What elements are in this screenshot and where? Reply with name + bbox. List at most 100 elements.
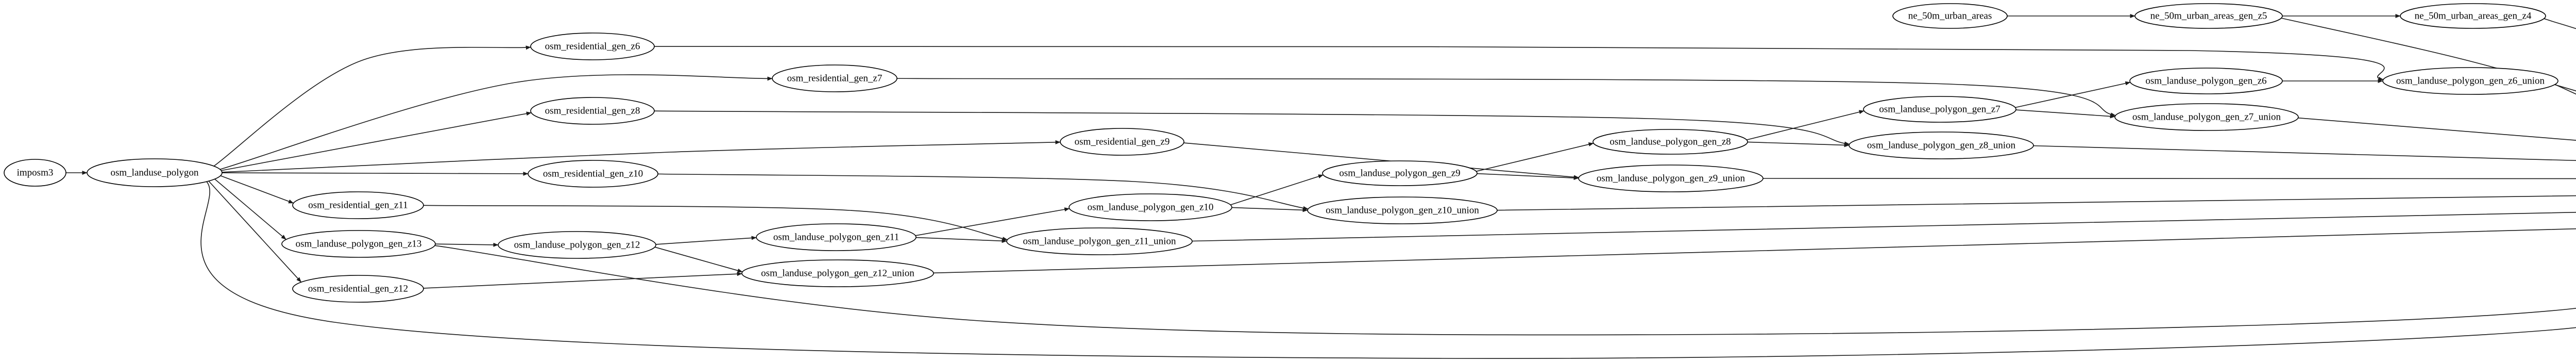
edges-layer (66, 14, 2576, 359)
node-ellipse-osm_landuse_polygon_gen_z8 (1592, 129, 1748, 155)
node-osm_landuse_polygon: osm_landuse_polygon (87, 158, 223, 187)
edge-osm_landuse_polygon_gen_z8--osm_landuse_polygon_gen_z7 (1746, 110, 1865, 140)
edge-osm_landuse_polygon_gen_z9--osm_landuse_polygon_gen_z8 (1476, 142, 1594, 172)
node-label-osm_landuse_polygon_gen_z10_union: osm_landuse_polygon_gen_z10_union (1326, 205, 1479, 216)
node-ellipse-osm_landuse_polygon_gen_z6 (2129, 68, 2283, 94)
node-ellipse-imposm3 (4, 159, 66, 187)
edge-osm_landuse_polygon--osm_residential_gen_z6 (213, 45, 531, 167)
node-ellipse-osm_landuse_polygon_gen_z11 (756, 223, 917, 251)
edge-osm_residential_gen_z12--osm_landuse_polygon_gen_z12_union (423, 272, 742, 289)
node-osm_residential_gen_z6: osm_residential_gen_z6 (530, 32, 655, 60)
node-osm_landuse_polygon_gen_z8_union: osm_landuse_polygon_gen_z8_union (1849, 131, 2034, 159)
node-osm_residential_gen_z9: osm_residential_gen_z9 (1060, 128, 1184, 156)
node-osm_residential_gen_z10: osm_residential_gen_z10 (528, 160, 658, 188)
node-osm_landuse_polygon_gen_z9: osm_landuse_polygon_gen_z9 (1322, 160, 1478, 186)
edge-osm_landuse_polygon_gen_z11--osm_landuse_polygon_gen_z10 (915, 207, 1070, 236)
node-ellipse-osm_residential_gen_z6 (530, 32, 655, 60)
edge-osm_residential_gen_z7--osm_landuse_polygon_gen_z7_union (896, 78, 2116, 117)
edge-ne_50m_urban_areas_gen_z4--table-row-z4 (2544, 18, 2576, 29)
node-label-osm_landuse_polygon_gen_z9_union: osm_landuse_polygon_gen_z9_union (1597, 173, 1745, 184)
node-label-osm_landuse_polygon_gen_z11: osm_landuse_polygon_gen_z11 (773, 232, 899, 243)
edge-osm_landuse_polygon--table-row-z14+ (200, 181, 2576, 359)
node-label-ne_50m_urban_areas_gen_z4: ne_50m_urban_areas_gen_z4 (2415, 11, 2532, 22)
node-ellipse-osm_landuse_polygon_gen_z7 (1863, 96, 2016, 123)
node-ellipse-osm_landuse_polygon_gen_z7_union (2114, 103, 2299, 131)
node-label-osm_residential_gen_z8: osm_residential_gen_z8 (545, 106, 640, 117)
node-ellipse-osm_landuse_polygon_gen_z10 (1069, 193, 1232, 221)
edge-osm_landuse_polygon--osm_residential_gen_z11 (220, 175, 294, 204)
node-ellipse-osm_landuse_polygon_gen_z12_union (741, 259, 934, 287)
node-ellipse-ne_50m_urban_areas (1892, 3, 2008, 29)
node-label-ne_50m_urban_areas: ne_50m_urban_areas (1908, 11, 1992, 22)
edge-osm_landuse_polygon_gen_z11--osm_landuse_polygon_gen_z11_union (916, 237, 1007, 243)
node-ellipse-osm_landuse_polygon_gen_z6_union (2382, 67, 2558, 95)
node-label-osm_residential_gen_z6: osm_residential_gen_z6 (545, 41, 640, 52)
node-ellipse-osm_landuse_polygon_gen_z8_union (1849, 131, 2034, 159)
node-osm_residential_gen_z12: osm_residential_gen_z12 (292, 275, 424, 303)
edge-osm_residential_gen_z6--osm_landuse_polygon_gen_z6_union (654, 46, 2385, 81)
edge-osm_landuse_polygon_gen_z12--osm_landuse_polygon_gen_z11 (655, 236, 757, 245)
node-osm_residential_gen_z8: osm_residential_gen_z8 (530, 97, 655, 125)
node-label-imposm3: imposm3 (17, 168, 54, 178)
node-osm_landuse_polygon_gen_z11: osm_landuse_polygon_gen_z11 (756, 223, 917, 251)
node-label-osm_landuse_polygon_gen_z7_union: osm_landuse_polygon_gen_z7_union (2132, 112, 2281, 123)
node-osm_landuse_polygon_gen_z13: osm_landuse_polygon_gen_z13 (281, 230, 436, 258)
node-ellipse-osm_landuse_polygon_gen_z9 (1322, 160, 1478, 186)
edge-osm_landuse_polygon_gen_z7--osm_landuse_polygon_gen_z7_union (2015, 109, 2115, 119)
node-ne_50m_urban_areas: ne_50m_urban_areas (1892, 3, 2008, 29)
node-ellipse-ne_50m_urban_areas_gen_z5 (2134, 3, 2283, 29)
node-osm_landuse_polygon_gen_z11_union: osm_landuse_polygon_gen_z11_union (1006, 227, 1193, 255)
node-label-osm_residential_gen_z7: osm_residential_gen_z7 (787, 73, 883, 84)
node-label-osm_landuse_polygon_gen_z9: osm_landuse_polygon_gen_z9 (1339, 168, 1460, 179)
node-imposm3: imposm3 (4, 159, 66, 187)
node-label-osm_landuse_polygon_gen_z6_union: osm_landuse_polygon_gen_z6_union (2396, 76, 2545, 87)
node-label-osm_landuse_polygon: osm_landuse_polygon (111, 168, 199, 178)
node-ellipse-osm_residential_gen_z8 (530, 97, 655, 125)
edge-osm_residential_gen_z11--osm_landuse_polygon_gen_z11_union (423, 205, 1008, 241)
node-ellipse-osm_landuse_polygon_gen_z11_union (1006, 227, 1193, 255)
node-osm_landuse_polygon_gen_z7_union: osm_landuse_polygon_gen_z7_union (2114, 103, 2299, 131)
node-label-osm_residential_gen_z9: osm_residential_gen_z9 (1075, 137, 1170, 147)
edge-ne_50m_urban_areas_gen_z5--table-row-z5 (2281, 18, 2576, 92)
node-label-osm_residential_gen_z10: osm_residential_gen_z10 (543, 169, 643, 179)
node-osm_landuse_polygon_gen_z8: osm_landuse_polygon_gen_z8 (1592, 129, 1748, 155)
node-label-osm_landuse_polygon_gen_z8: osm_landuse_polygon_gen_z8 (1609, 137, 1731, 147)
node-ellipse-osm_residential_gen_z11 (292, 191, 424, 219)
node-ellipse-osm_landuse_polygon (87, 158, 223, 187)
node-osm_landuse_polygon_gen_z12_union: osm_landuse_polygon_gen_z12_union (741, 259, 934, 287)
edge-osm_landuse_polygon_gen_z13--osm_landuse_polygon_gen_z12 (435, 242, 499, 247)
node-label-osm_landuse_polygon_gen_z13: osm_landuse_polygon_gen_z13 (296, 239, 422, 250)
edge-osm_landuse_polygon--osm_residential_gen_z7 (219, 74, 773, 170)
edge-osm_landuse_polygon_gen_z10--osm_landuse_polygon_gen_z9 (1230, 174, 1324, 205)
edge-osm_landuse_polygon_gen_z6_union--table-row-z6 (2554, 84, 2576, 95)
nodes-layer: imposm3 osm_landuse_polygon osm_residentia… (4, 3, 2558, 303)
node-osm_landuse_polygon_gen_z9_union: osm_landuse_polygon_gen_z9_union (1578, 164, 1764, 192)
edge-osm_landuse_polygon_gen_z11_union--table-row-z11 (1192, 211, 2576, 242)
node-label-osm_landuse_polygon_gen_z12: osm_landuse_polygon_gen_z12 (514, 240, 640, 251)
edge-osm_landuse_polygon--osm_residential_gen_z12 (208, 180, 302, 283)
node-label-osm_landuse_polygon_gen_z7: osm_landuse_polygon_gen_z7 (1879, 104, 2000, 115)
node-label-osm_landuse_polygon_gen_z12_union: osm_landuse_polygon_gen_z12_union (761, 268, 914, 279)
edge-osm_landuse_polygon_gen_z9--osm_landuse_polygon_gen_z9_union (1477, 173, 1579, 180)
edge-osm_landuse_polygon--osm_residential_gen_z8 (221, 111, 532, 171)
edge-osm_landuse_polygon_gen_z10--osm_landuse_polygon_gen_z10_union (1231, 207, 1308, 212)
edge-osm_landuse_polygon_gen_z10_union--table-row-z10 (1497, 195, 2576, 211)
node-osm_landuse_polygon_gen_z10_union: osm_landuse_polygon_gen_z10_union (1307, 196, 1498, 224)
edge-osm_landuse_polygon--osm_landuse_polygon_gen_z13 (214, 178, 286, 240)
edge-osm_landuse_polygon_gen_z8--osm_landuse_polygon_gen_z8_union (1747, 141, 1850, 147)
node-label-osm_landuse_polygon_gen_z8_union: osm_landuse_polygon_gen_z8_union (1867, 140, 2016, 151)
node-ellipse-ne_50m_urban_areas_gen_z4 (2400, 3, 2546, 29)
node-osm_landuse_polygon_gen_z6: osm_landuse_polygon_gen_z6 (2129, 68, 2283, 94)
node-label-osm_residential_gen_z12: osm_residential_gen_z12 (308, 284, 408, 294)
edge-osm_landuse_polygon_gen_z12_union--table-row-z12 (933, 228, 2576, 274)
node-ellipse-osm_landuse_polygon_gen_z13 (281, 230, 436, 258)
node-osm_residential_gen_z7: osm_residential_gen_z7 (772, 64, 897, 92)
node-osm_residential_gen_z11: osm_residential_gen_z11 (292, 191, 424, 219)
node-ellipse-osm_residential_gen_z10 (528, 160, 658, 188)
node-osm_landuse_polygon_gen_z7: osm_landuse_polygon_gen_z7 (1863, 96, 2016, 123)
node-label-osm_landuse_polygon_gen_z10: osm_landuse_polygon_gen_z10 (1088, 202, 1214, 213)
node-ellipse-osm_landuse_polygon_gen_z12 (498, 231, 656, 259)
node-ne_50m_urban_areas_gen_z5: ne_50m_urban_areas_gen_z5 (2134, 3, 2283, 29)
node-ellipse-osm_residential_gen_z7 (772, 64, 897, 92)
